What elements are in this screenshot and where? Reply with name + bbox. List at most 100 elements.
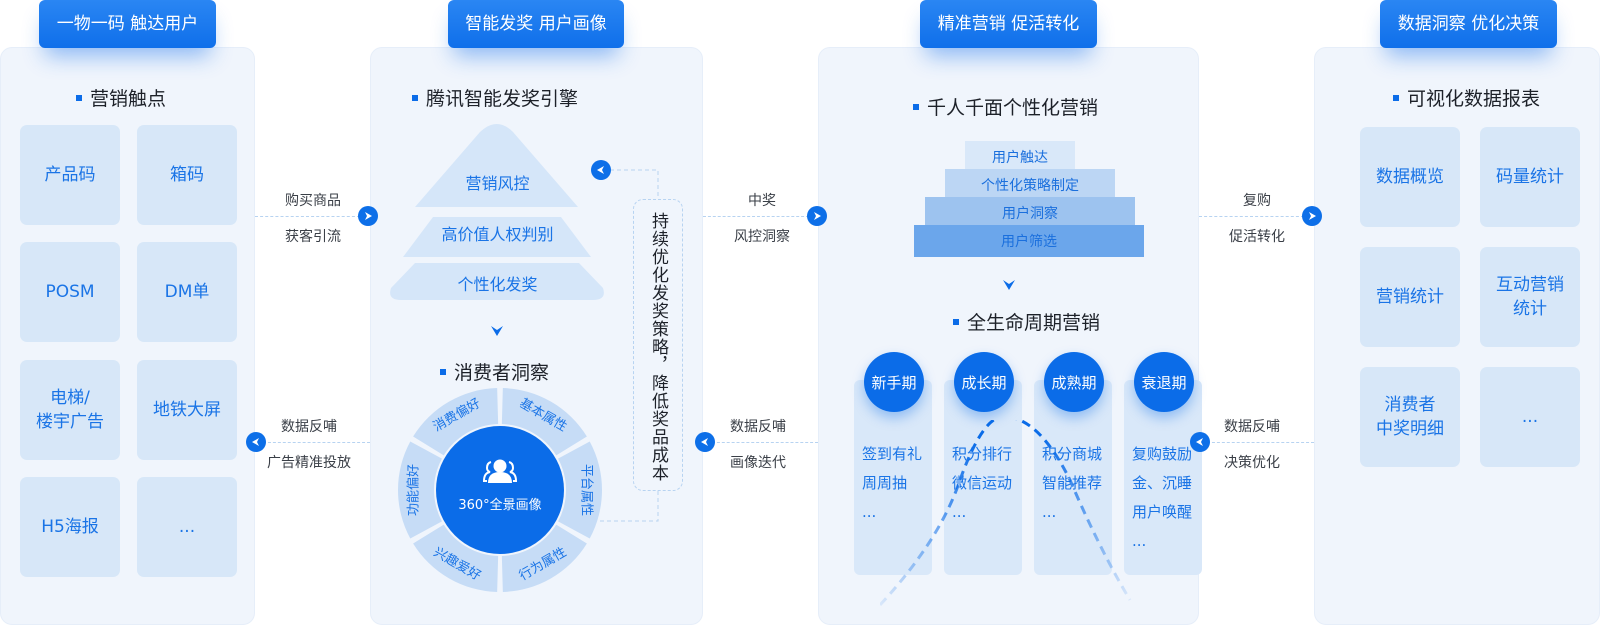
wheel-segment-label: 功能偏好	[407, 464, 422, 516]
section-title-personalized: 千人千面个性化营销	[913, 93, 1098, 120]
section-title-lifecycle: 全生命周期营销	[953, 308, 1100, 335]
connector-label-bottom: 广告精准投放	[267, 455, 351, 471]
tab-data-insight[interactable]: 数据洞察 优化决策	[1380, 0, 1557, 48]
connector-label-bottom: 画像迭代	[730, 455, 786, 471]
stage-items: 签到有礼 周周抽 ...	[862, 440, 922, 527]
section-title-text: 营销触点	[90, 88, 167, 110]
pyramid-level: 营销风控	[465, 174, 530, 193]
connector-line	[703, 216, 809, 217]
tile[interactable]: 消费者 中奖明细	[1360, 367, 1460, 467]
reward-pyramid	[390, 124, 604, 300]
stage-card	[1034, 380, 1112, 575]
stage-item: 周周抽	[862, 474, 908, 492]
connector-line	[1199, 216, 1304, 217]
step-layer: 用户触达	[965, 141, 1075, 173]
arrow-left-icon	[246, 432, 266, 452]
tab-smart-reward[interactable]: 智能发奖 用户画像	[448, 0, 624, 48]
wheel-segment	[398, 441, 442, 539]
pyramid-middle	[403, 217, 591, 257]
wheel-segment	[501, 524, 587, 592]
chevron-down-icon	[1003, 280, 1015, 290]
chevron-down-icon	[491, 326, 503, 336]
connector-label-top: 数据反哺	[1224, 419, 1280, 435]
tile[interactable]: 地铁大屏	[137, 360, 237, 460]
wheel-segment	[501, 388, 587, 456]
stage-badge: 衰退期	[1134, 352, 1194, 412]
section-title-text: 消费者洞察	[454, 362, 550, 384]
tile[interactable]: POSM	[20, 242, 120, 342]
wheel-center: 360°全景画像	[436, 421, 564, 549]
connector-line	[1207, 442, 1314, 443]
bullet-icon	[1393, 94, 1399, 101]
tile[interactable]: DM单	[137, 242, 237, 342]
arrow-right-icon	[358, 206, 378, 226]
stage-item: ...	[1042, 503, 1057, 521]
stage-card	[1124, 380, 1202, 575]
bullet-icon	[913, 103, 919, 110]
users-icon	[483, 459, 517, 483]
stage-item: 复购鼓励	[1132, 445, 1193, 463]
section-title-text: 千人千面个性化营销	[927, 97, 1099, 119]
stage-badge: 新手期	[864, 352, 924, 412]
connector-label-top: 购买商品	[285, 193, 341, 209]
connector-label-top: 中奖	[748, 193, 776, 209]
stage-badge: 成长期	[954, 352, 1014, 412]
wheel-core	[436, 426, 564, 554]
arrow-left-icon	[591, 160, 611, 180]
tile[interactable]: H5海报	[20, 477, 120, 577]
connector-label-top: 数据反哺	[730, 419, 786, 435]
stage-card	[854, 380, 932, 575]
tile[interactable]: 数据概览	[1360, 127, 1460, 227]
tile[interactable]: 箱码	[137, 125, 237, 225]
loop-box	[633, 199, 683, 491]
connector-label-bottom: 风控洞察	[734, 229, 790, 245]
tile[interactable]: 产品码	[20, 125, 120, 225]
bullet-icon	[953, 318, 959, 325]
step-layer: 用户洞察	[925, 197, 1135, 229]
wheel-segment	[413, 524, 499, 592]
arrow-left-icon	[1190, 432, 1210, 452]
wheel-segment	[558, 441, 602, 539]
step-layer: 个性化策略制定	[945, 169, 1115, 201]
bullet-icon	[412, 94, 418, 101]
wheel-segment-label: 平台属性	[579, 464, 594, 516]
wheel-segment	[413, 388, 499, 456]
tile[interactable]: 互动营销 统计	[1480, 247, 1580, 347]
connector-label-top: 复购	[1243, 193, 1271, 209]
connector-label-top: 数据反哺	[281, 419, 337, 435]
tile[interactable]: 码量统计	[1480, 127, 1580, 227]
pyramid-top	[415, 124, 578, 207]
bullet-icon	[76, 94, 82, 101]
stage-items: 复购鼓励 金、沉睡 用户唤醒 ...	[1132, 440, 1192, 556]
connector-label-bottom: 促活转化	[1229, 229, 1285, 245]
section-title-insight: 消费者洞察	[440, 358, 549, 385]
loop-text: 持续优化发奖策略，降低奖品成本	[648, 212, 668, 482]
stage-item: 金、沉睡	[1132, 474, 1193, 492]
stage-card	[944, 380, 1022, 575]
connector-line	[263, 442, 370, 443]
connector-line	[255, 216, 360, 217]
tab-reach-users[interactable]: 一物一码 触达用户	[39, 0, 216, 48]
section-title-text: 全生命周期营销	[967, 312, 1101, 334]
stage-item: ...	[862, 503, 877, 521]
bullet-icon	[440, 368, 446, 375]
wheel-center-label: 360°全景画像	[458, 497, 542, 513]
connector-label-bottom: 获客引流	[285, 229, 341, 245]
arrow-right-icon	[807, 206, 827, 226]
tile[interactable]: 电梯/ 楼宇广告	[20, 360, 120, 460]
tile[interactable]: ...	[1480, 367, 1580, 467]
tile[interactable]: 营销统计	[1360, 247, 1460, 347]
stage-item: 用户唤醒	[1132, 503, 1193, 521]
stage-item: 微信运动	[952, 474, 1013, 492]
section-title-text: 可视化数据报表	[1407, 88, 1541, 110]
stage-badge: 成熟期	[1044, 352, 1104, 412]
tab-precision-marketing[interactable]: 精准营销 促活转化	[920, 0, 1097, 48]
tile[interactable]: ...	[137, 477, 237, 577]
step-layer: 用户筛选	[914, 225, 1144, 257]
section-title-touchpoints: 营销触点	[76, 84, 166, 111]
section-title-reports: 可视化数据报表	[1393, 84, 1540, 111]
connector-label-bottom: 决策优化	[1224, 455, 1280, 471]
pyramid-level: 高价值人权判别	[441, 225, 554, 244]
stage-item: ...	[1132, 532, 1147, 550]
